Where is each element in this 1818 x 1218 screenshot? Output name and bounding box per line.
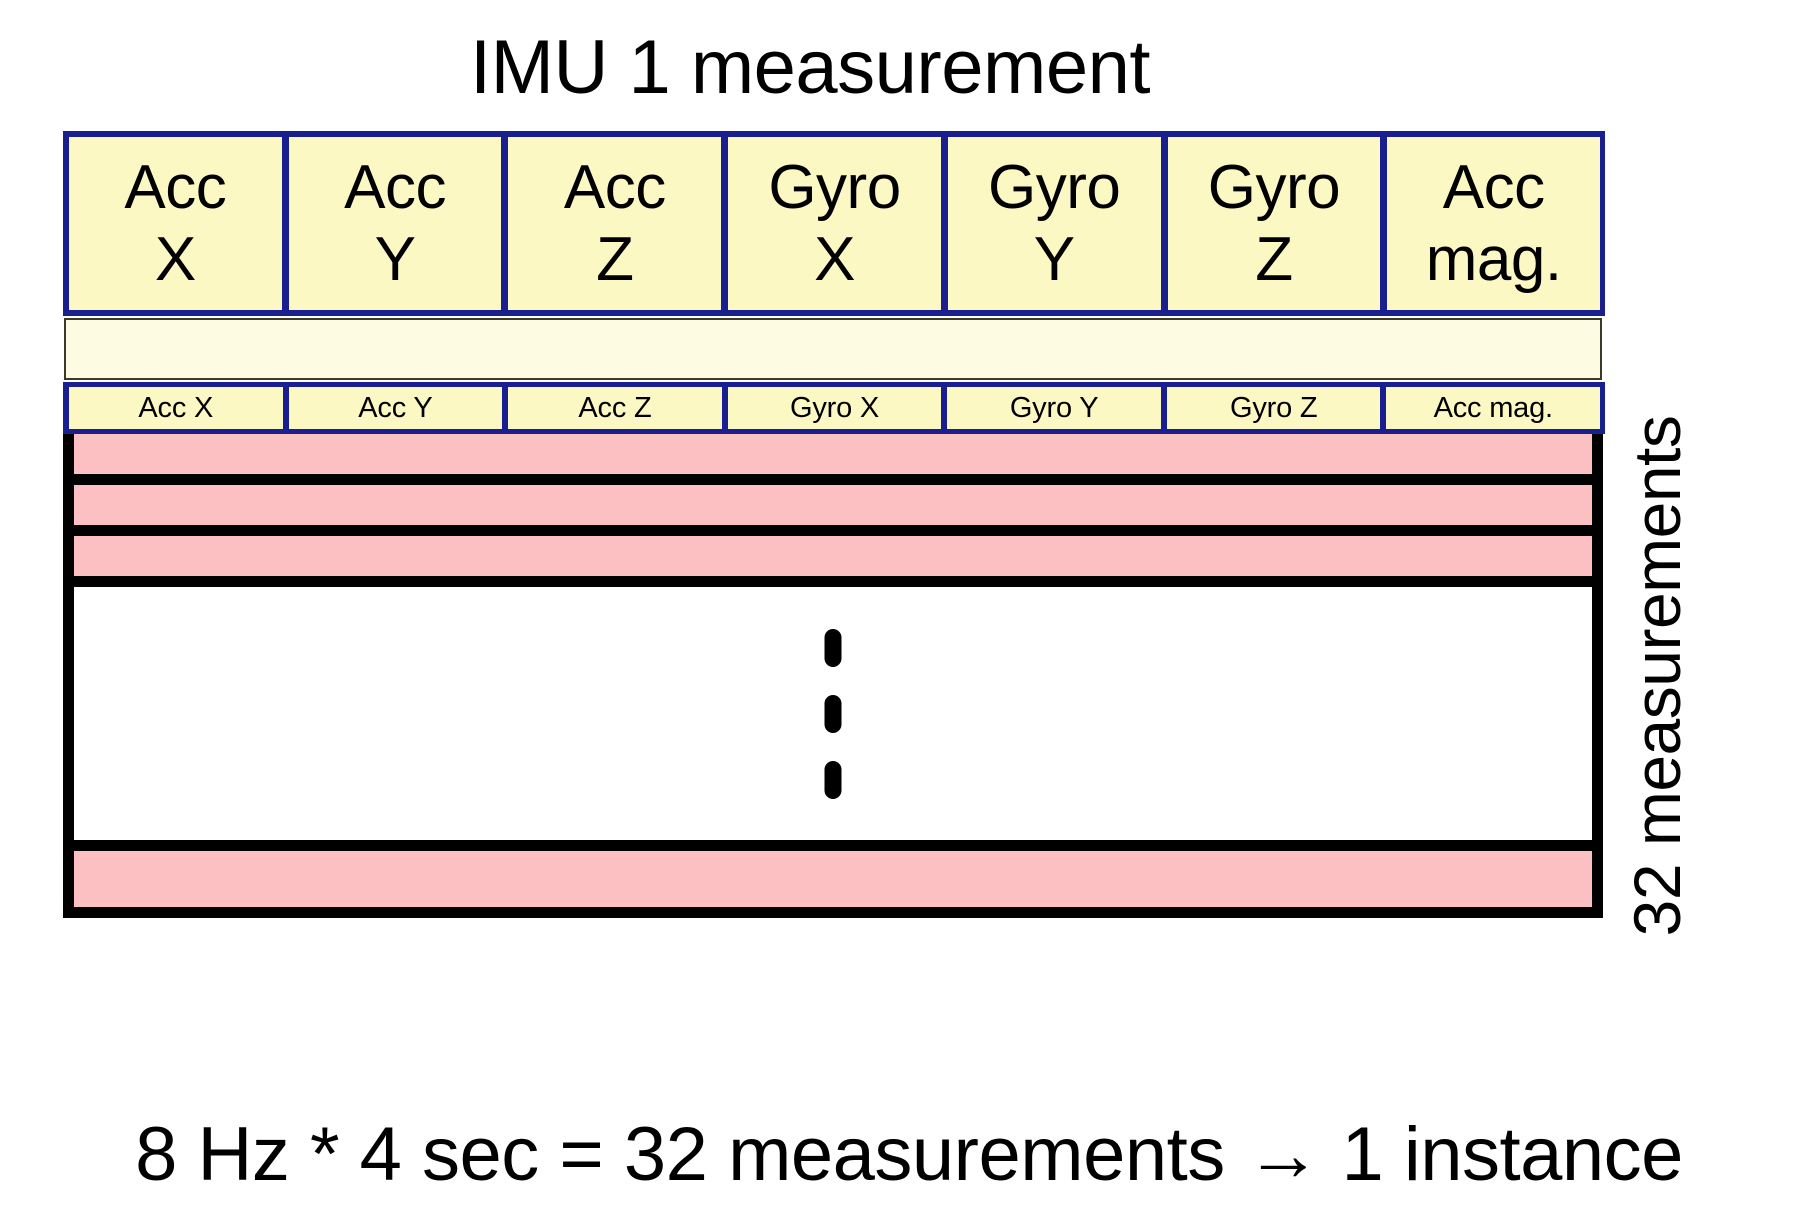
- feature-label-line2: Z: [596, 224, 634, 294]
- measurement-row: [74, 485, 1592, 536]
- compact-cell-gyro-y: Gyro Y: [947, 387, 1161, 429]
- feature-label-line1: Gyro: [768, 152, 901, 222]
- connector-band: [64, 318, 1602, 380]
- feature-label-line1: Acc: [124, 152, 227, 222]
- feature-label-line1: Gyro: [988, 152, 1121, 222]
- measurement-row: [74, 851, 1592, 907]
- page-title: IMU 1 measurement: [470, 25, 1150, 110]
- feature-cell-acc-y: Acc Y: [288, 137, 502, 310]
- compact-measurement-row: Acc X Acc Y Acc Z Gyro X Gyro Y Gyro Z A…: [63, 382, 1605, 434]
- ellipsis-dot: [824, 694, 842, 733]
- feature-label-line1: Gyro: [1207, 152, 1341, 222]
- stack-count-label: 32 measurements: [1620, 415, 1694, 937]
- measurement-row: [74, 536, 1592, 587]
- compact-cell-gyro-x: Gyro X: [727, 387, 942, 429]
- feature-label-line2: mag.: [1425, 224, 1562, 294]
- compact-cell-acc-z: Acc Z: [508, 387, 722, 429]
- feature-label-line1: Acc: [563, 152, 666, 222]
- feature-cell-gyro-z: Gyro Z: [1167, 137, 1381, 310]
- feature-label-line2: X: [814, 224, 855, 294]
- vertical-ellipsis-icon: [824, 628, 842, 799]
- feature-label-line2: Y: [374, 224, 416, 294]
- feature-label-line2: Z: [1255, 224, 1293, 294]
- compact-cell-acc-mag: Acc mag.: [1386, 387, 1601, 429]
- feature-cell-acc-x: Acc X: [69, 137, 282, 310]
- feature-cell-acc-z: Acc Z: [508, 137, 722, 310]
- compact-cell-acc-y: Acc Y: [288, 387, 503, 429]
- measurement-rows-elided: [74, 587, 1592, 851]
- measurement-stack: [63, 434, 1603, 918]
- feature-label-line1: Acc: [344, 152, 446, 222]
- feature-label-line2: X: [154, 224, 196, 294]
- expanded-measurement-row: Acc X Acc Y Acc Z Gyro X Gyro Y Gyro Z A…: [63, 131, 1605, 316]
- ellipsis-dot: [824, 628, 842, 667]
- feature-label-line2: Y: [1033, 224, 1075, 294]
- ellipsis-dot: [824, 760, 842, 799]
- compact-cell-gyro-z: Gyro Z: [1166, 387, 1381, 429]
- feature-cell-gyro-y: Gyro Y: [947, 137, 1161, 310]
- diagram-caption: 8 Hz * 4 sec = 32 measurements → 1 insta…: [135, 1112, 1683, 1197]
- feature-label-line1: Acc: [1442, 152, 1545, 222]
- measurement-row: [74, 434, 1592, 485]
- feature-cell-gyro-x: Gyro X: [728, 137, 941, 310]
- compact-cell-acc-x: Acc X: [69, 387, 283, 429]
- feature-cell-acc-mag: Acc mag.: [1387, 137, 1601, 310]
